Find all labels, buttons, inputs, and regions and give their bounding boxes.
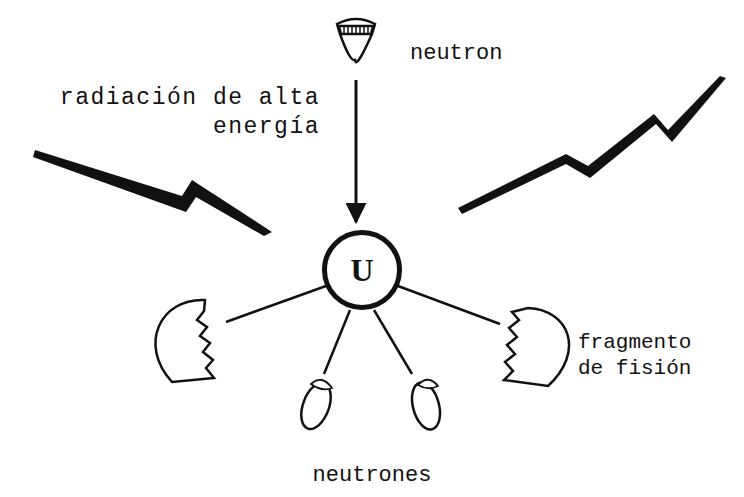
fission-fragment: [155, 300, 214, 382]
radiation-bolt: [458, 76, 726, 214]
particle-label: neutrones: [313, 462, 432, 490]
radiation-bolt: [33, 150, 272, 236]
incoming-arrow: [355, 80, 358, 222]
nucleus-circle: U: [321, 229, 403, 311]
radiation-label: radiación de alta energía: [20, 84, 320, 142]
neutron-icon: [337, 19, 375, 62]
fragment-label: fragmento de fisión: [578, 330, 728, 383]
particle-label: neutron: [410, 40, 502, 68]
element-symbol: U: [350, 254, 373, 286]
fission-fragment: [504, 308, 569, 386]
nucleus-ring: [325, 233, 400, 308]
neutron-icon: [296, 379, 445, 433]
